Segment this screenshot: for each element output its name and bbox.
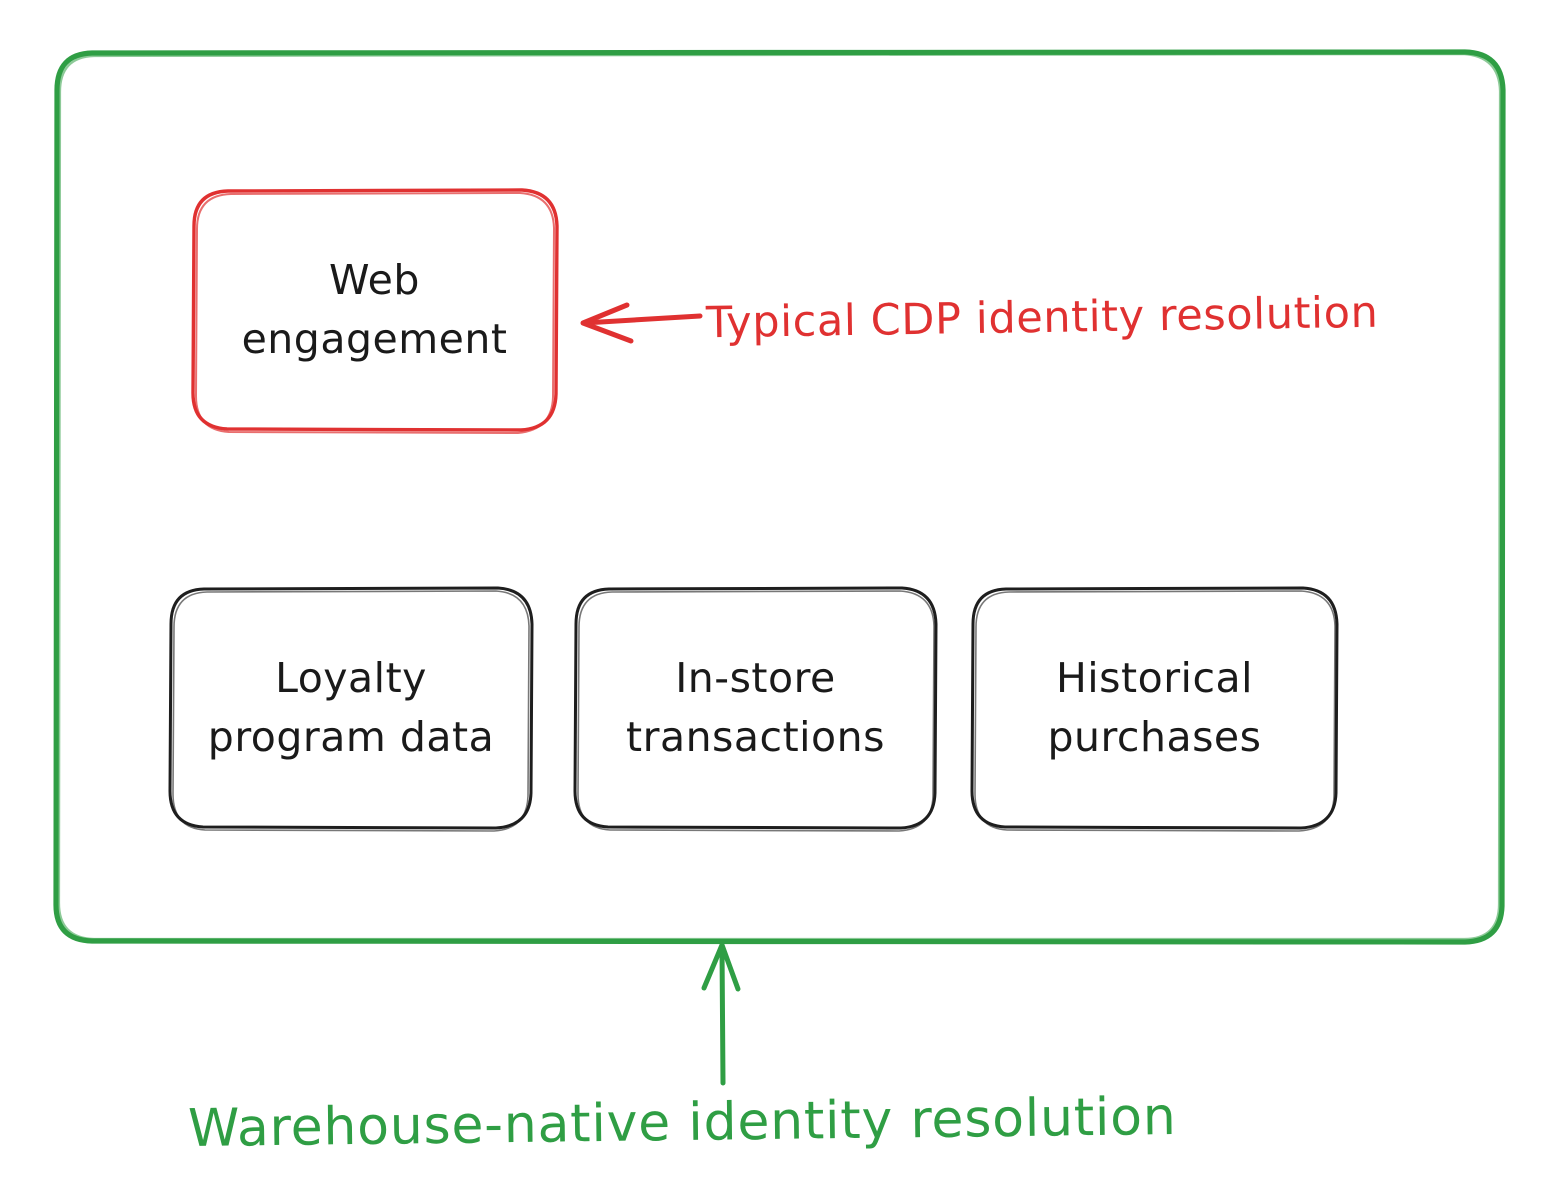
web-engagement-box-outline: [191, 188, 559, 434]
warehouse-native-arrow-icon: [701, 942, 741, 1086]
historical-purchases-box-outline: [970, 586, 1339, 832]
typical-cdp-arrow-icon: [580, 302, 703, 344]
loyalty-program-data-box-outline: [168, 586, 534, 832]
in-store-transactions-box-outline: [573, 586, 938, 832]
warehouse-native-container: [53, 49, 1506, 945]
